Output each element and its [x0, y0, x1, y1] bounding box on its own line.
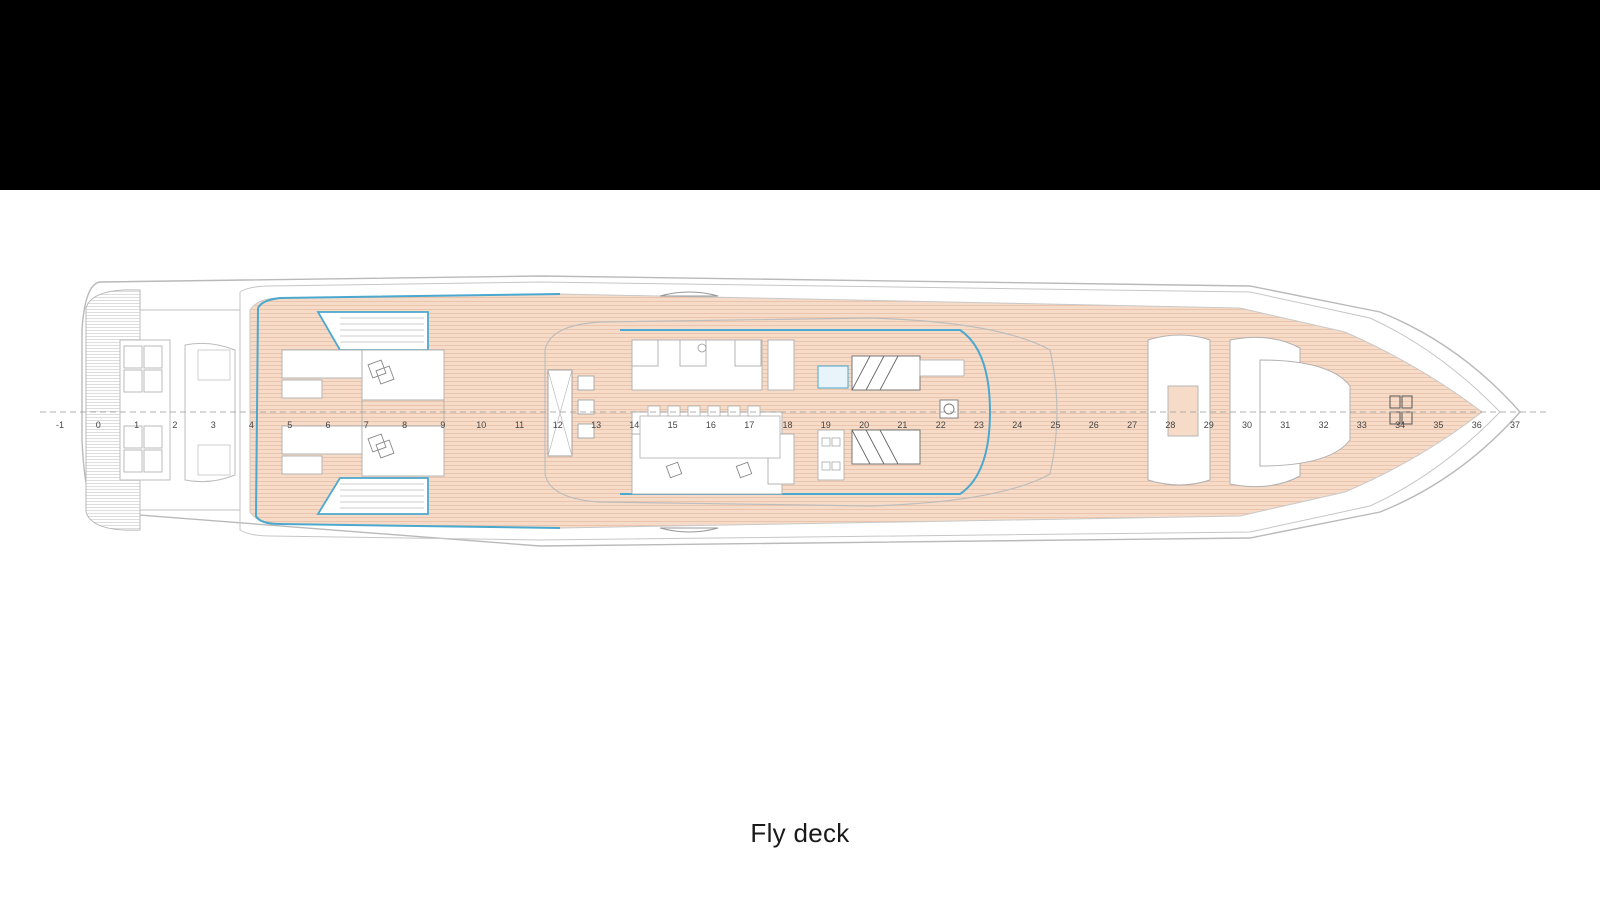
frame-number: 23 [974, 420, 984, 430]
frame-number: 18 [782, 420, 792, 430]
frame-number: 31 [1280, 420, 1290, 430]
frame-number: 1 [134, 420, 139, 430]
frame-number: 22 [936, 420, 946, 430]
frame-number: 20 [859, 420, 869, 430]
aft-staircase-starboard [316, 477, 429, 515]
helm-seat-icon [939, 399, 959, 419]
frame-number: 0 [96, 420, 101, 430]
frame-number: 10 [476, 420, 486, 430]
fly-deck-plan-drawing: -101234567891011121314151617181920212223… [40, 275, 1550, 547]
bar-stool-icon [577, 375, 595, 439]
frame-number: 36 [1472, 420, 1482, 430]
frame-number: 29 [1204, 420, 1214, 430]
frame-number: 13 [591, 420, 601, 430]
frame-number: 17 [744, 420, 754, 430]
frame-number: 6 [325, 420, 330, 430]
frame-number: 28 [1165, 420, 1175, 430]
top-black-band [0, 0, 1600, 190]
frame-number: 8 [402, 420, 407, 430]
frame-number: 37 [1510, 420, 1520, 430]
frame-number: 9 [440, 420, 445, 430]
frame-number: 24 [1012, 420, 1022, 430]
frame-number: 30 [1242, 420, 1252, 430]
frame-number: 2 [172, 420, 177, 430]
frame-number: 16 [706, 420, 716, 430]
frame-number: 25 [1050, 420, 1060, 430]
frame-number: -1 [56, 420, 64, 430]
aft-rail [254, 293, 561, 529]
frame-number: 33 [1357, 420, 1367, 430]
frame-number: 21 [897, 420, 907, 430]
frame-number: 35 [1433, 420, 1443, 430]
frame-number: 27 [1127, 420, 1137, 430]
frame-number: 15 [668, 420, 678, 430]
dining-table [639, 405, 781, 459]
helm-console [817, 365, 849, 389]
frame-number: 32 [1319, 420, 1329, 430]
frame-number: 7 [364, 420, 369, 430]
frame-number: 5 [287, 420, 292, 430]
frame-number: 14 [629, 420, 639, 430]
staircase-icon [851, 355, 921, 465]
frame-number: 19 [821, 420, 831, 430]
frame-number: 11 [515, 420, 524, 430]
frame-number: 34 [1395, 420, 1405, 430]
foredeck-seating [1147, 334, 1351, 488]
frame-number: 12 [553, 420, 563, 430]
deck-caption: Fly deck [750, 818, 850, 848]
frame-number: 26 [1089, 420, 1099, 430]
bow-deck-chairs [1389, 395, 1413, 425]
aft-sun-pads [281, 349, 445, 477]
frame-number: 4 [249, 420, 254, 430]
stern-loungers [123, 345, 163, 473]
deck-chair-icon [367, 359, 395, 459]
frame-number: 3 [211, 420, 216, 430]
